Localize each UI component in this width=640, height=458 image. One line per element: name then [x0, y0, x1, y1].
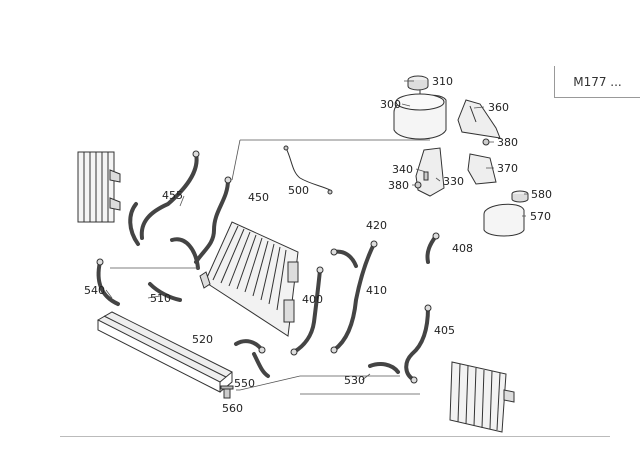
label-500[interactable]: 500: [288, 184, 309, 197]
bracket-330[interactable]: [415, 147, 445, 197]
engine-code-label: M177 ...: [573, 74, 622, 89]
bolt-560[interactable]: [220, 385, 234, 399]
hose-400[interactable]: [292, 268, 322, 354]
label-420[interactable]: 420: [366, 219, 387, 232]
label-408[interactable]: 408: [452, 242, 473, 255]
hose-405[interactable]: [404, 306, 430, 382]
label-455[interactable]: 455: [162, 189, 183, 202]
hose-cross[interactable]: [170, 237, 200, 270]
right-aux-radiator[interactable]: [449, 361, 515, 433]
label-510[interactable]: 510: [150, 292, 171, 305]
label-560[interactable]: 560: [222, 402, 243, 415]
label-540[interactable]: 540: [84, 284, 105, 297]
label-405[interactable]: 405: [434, 324, 455, 337]
hose-540[interactable]: [96, 260, 120, 306]
label-340[interactable]: 340: [392, 163, 413, 176]
label-330[interactable]: 330: [443, 175, 464, 188]
hose-408[interactable]: [425, 234, 438, 264]
small-tank[interactable]: [483, 203, 525, 237]
label-310[interactable]: 310: [432, 75, 453, 88]
hose-upper-left[interactable]: [128, 202, 140, 246]
main-radiator[interactable]: [199, 221, 299, 337]
lower-cooler[interactable]: [96, 311, 233, 393]
label-380-top[interactable]: 380: [497, 136, 518, 149]
label-530[interactable]: 530: [344, 374, 365, 387]
label-410[interactable]: 410: [366, 284, 387, 297]
label-550[interactable]: 550: [234, 377, 255, 390]
hose-450[interactable]: [194, 178, 230, 264]
label-380-bottom[interactable]: 380: [388, 179, 409, 192]
bottom-divider: [60, 436, 610, 437]
label-570[interactable]: 570: [530, 210, 551, 223]
label-450[interactable]: 450: [248, 191, 269, 204]
leader-lines: [105, 80, 528, 395]
bolt-380-top[interactable]: [482, 138, 490, 146]
expansion-tank[interactable]: [393, 86, 447, 140]
label-520[interactable]: 520: [192, 333, 213, 346]
tank-cap[interactable]: [407, 75, 429, 91]
left-aux-radiator[interactable]: [77, 151, 121, 223]
clip-340[interactable]: [423, 171, 429, 181]
hose-510[interactable]: [148, 282, 182, 302]
small-tank-cap[interactable]: [511, 190, 529, 203]
hose-530[interactable]: [368, 362, 400, 374]
label-370[interactable]: 370: [497, 162, 518, 175]
bracket-360[interactable]: [457, 99, 501, 139]
hose-clamps: [96, 150, 440, 384]
label-300[interactable]: 300: [380, 98, 401, 111]
hose-420[interactable]: [332, 249, 358, 268]
sensor-line-500[interactable]: [283, 145, 333, 195]
bracket-370[interactable]: [467, 153, 497, 185]
hose-455[interactable]: [139, 152, 199, 240]
label-360[interactable]: 360: [488, 101, 509, 114]
hose-550[interactable]: [252, 352, 270, 378]
label-400[interactable]: 400: [302, 293, 323, 306]
hose-410[interactable]: [332, 242, 376, 352]
label-580[interactable]: 580: [531, 188, 552, 201]
hose-520[interactable]: [234, 339, 264, 352]
engine-code-box: M177 ...: [554, 66, 640, 98]
